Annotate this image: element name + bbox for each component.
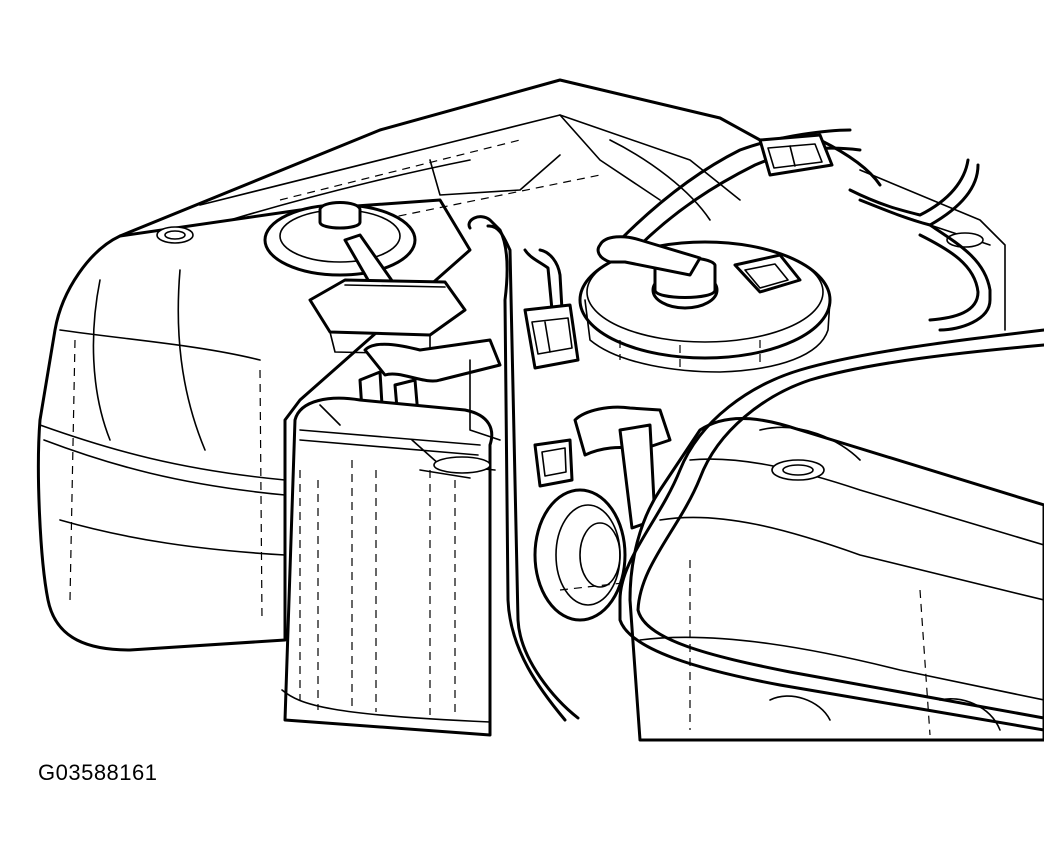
fuel-pump-module xyxy=(578,235,832,373)
fuel-tank-top-surface xyxy=(118,78,1006,331)
electrical-connector-center xyxy=(523,303,580,370)
fuel-lines-vertical xyxy=(467,215,580,722)
fuel-pump-cap-left xyxy=(263,201,417,294)
electrical-connector-lower xyxy=(533,438,574,488)
figure-id-label: G03588161 xyxy=(38,760,158,785)
charcoal-canister xyxy=(281,396,496,737)
harness-connector-top xyxy=(758,133,834,177)
fuel-lines-right xyxy=(618,328,1044,732)
rollover-valve-box xyxy=(308,278,467,355)
fuel-tank-right-lobe xyxy=(628,417,1044,742)
tank-strap xyxy=(419,359,501,479)
